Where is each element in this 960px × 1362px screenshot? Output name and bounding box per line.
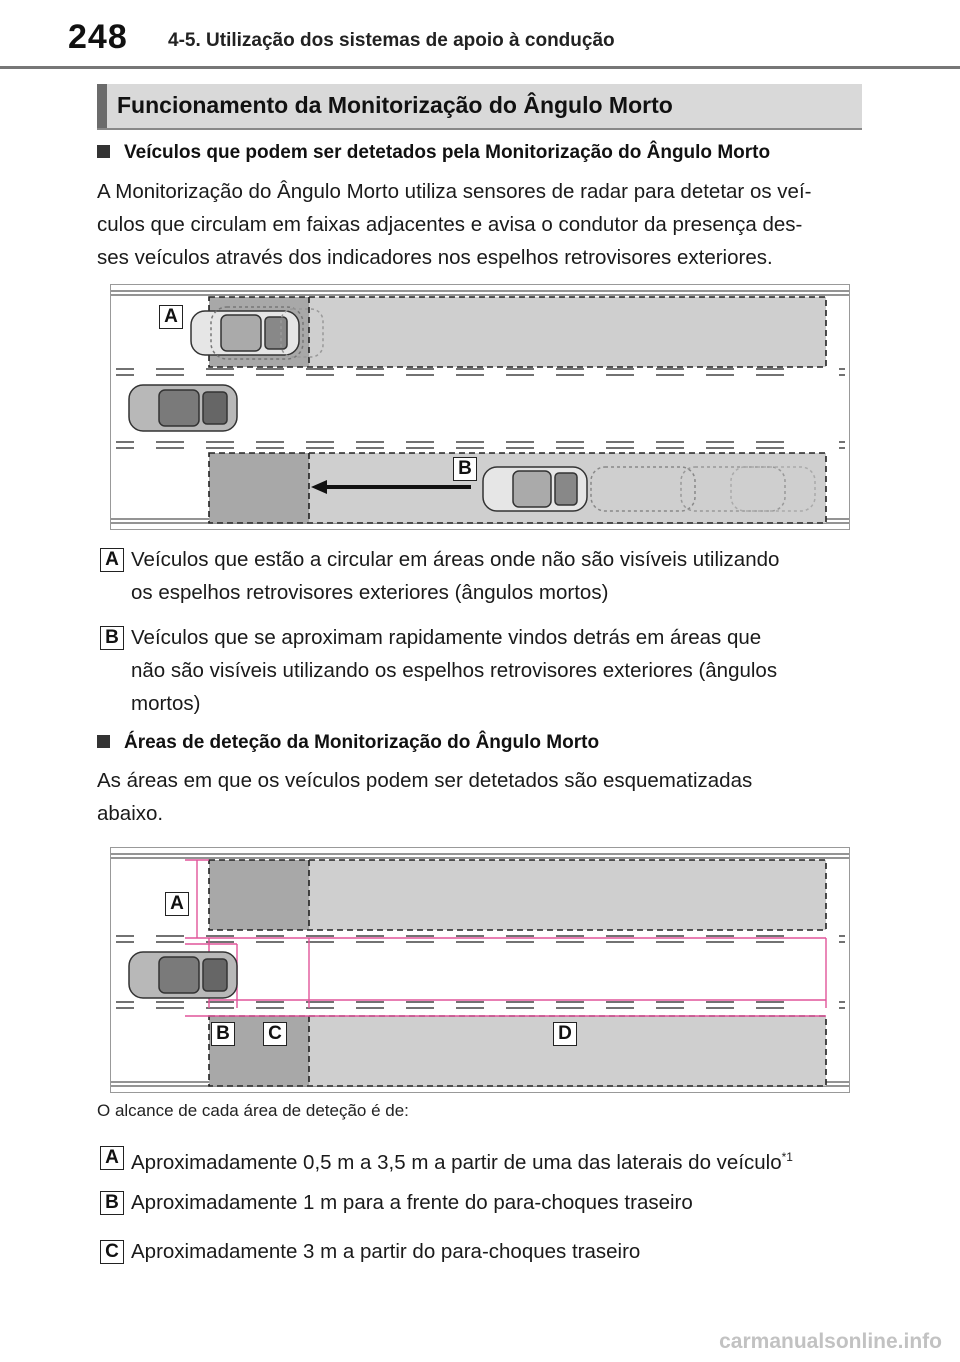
- item-label: B: [100, 626, 124, 650]
- range-item-c: C Aproximadamente 3 m a partir do para-c…: [100, 1235, 880, 1268]
- intro-paragraph: A Monitorização do Ângulo Morto utiliza …: [97, 175, 867, 274]
- item-label: B: [100, 1191, 124, 1215]
- own-car: [128, 951, 238, 999]
- figure-label-c: C: [263, 1022, 287, 1046]
- chapter-title: 4-5. Utilização dos sistemas de apoio à …: [168, 30, 615, 51]
- section-accent: [97, 84, 107, 128]
- section-title-bar: Funcionamento da Monitorização do Ângulo…: [97, 84, 862, 128]
- bullet-square-icon: [97, 145, 110, 158]
- item-text-line: mortos): [131, 692, 201, 715]
- paragraph-line: culos que circulam em faixas adjacentes …: [97, 213, 803, 236]
- header-divider: [0, 66, 960, 69]
- item-text-line: não são visíveis utilizando os espelhos …: [131, 659, 778, 682]
- areas-paragraph: As áreas em que os veículos podem ser de…: [97, 764, 867, 830]
- blind-spot-vehicles-figure: A B: [110, 284, 850, 530]
- range-item-a: A Aproximadamente 0,5 m a 3,5 m a partir…: [100, 1141, 880, 1174]
- approaching-car: [482, 466, 816, 512]
- blind-spot-car: [190, 306, 324, 360]
- item-text-line: Veículos que se aproximam rapidamente vi…: [131, 626, 762, 649]
- figure-label-d: D: [553, 1022, 577, 1046]
- paragraph-line: A Monitorização do Ângulo Morto utiliza …: [97, 180, 812, 203]
- detection-areas-figure: A B C D: [110, 847, 850, 1093]
- section-title: Funcionamento da Monitorização do Ângulo…: [117, 92, 673, 118]
- subheading-detection-areas: Áreas de deteção da Monitorização do Âng…: [97, 732, 599, 754]
- item-text-line: os espelhos retrovisores exteriores (âng…: [131, 581, 609, 604]
- approach-zone-inner: [209, 453, 309, 523]
- item-text: Aproximadamente 1 m para a frente do par…: [131, 1191, 693, 1214]
- watermark: carmanualsonline.info: [719, 1330, 942, 1353]
- figure-label-b: B: [453, 457, 477, 481]
- bullet-square-icon: [97, 735, 110, 748]
- paragraph-line: As áreas em que os veículos podem ser de…: [97, 769, 753, 792]
- subheading-detectable-vehicles: Veículos que podem ser detetados pela Mo…: [97, 142, 770, 164]
- section-divider: [97, 128, 862, 130]
- item-label: A: [100, 1146, 124, 1170]
- paragraph-line: abaixo.: [97, 802, 164, 825]
- range-caption: O alcance de cada área de deteção é de:: [97, 1101, 409, 1120]
- list-item-b: B Veículos que se aproximam rapidamente …: [100, 621, 880, 720]
- item-text-line: Veículos que estão a circular em áreas o…: [131, 548, 780, 571]
- page-number: 248: [68, 18, 128, 56]
- range-item-b: B Aproximadamente 1 m para a frente do p…: [100, 1186, 880, 1219]
- item-text: Aproximadamente 0,5 m a 3,5 m a partir d…: [131, 1150, 782, 1174]
- figure-label-a: A: [159, 305, 183, 329]
- own-car: [128, 384, 238, 432]
- item-label: A: [100, 548, 124, 572]
- blind-spot-zone-left: [309, 297, 826, 367]
- figure-label-a: A: [165, 892, 189, 916]
- footnote-marker: *1: [781, 1150, 793, 1164]
- item-text: Aproximadamente 3 m a partir do para-cho…: [131, 1240, 641, 1263]
- figure-label-b: B: [211, 1022, 235, 1046]
- item-label: C: [100, 1240, 124, 1264]
- paragraph-line: ses veículos através dos indicadores nos…: [97, 246, 773, 269]
- list-item-a: A Veículos que estão a circular em áreas…: [100, 543, 880, 609]
